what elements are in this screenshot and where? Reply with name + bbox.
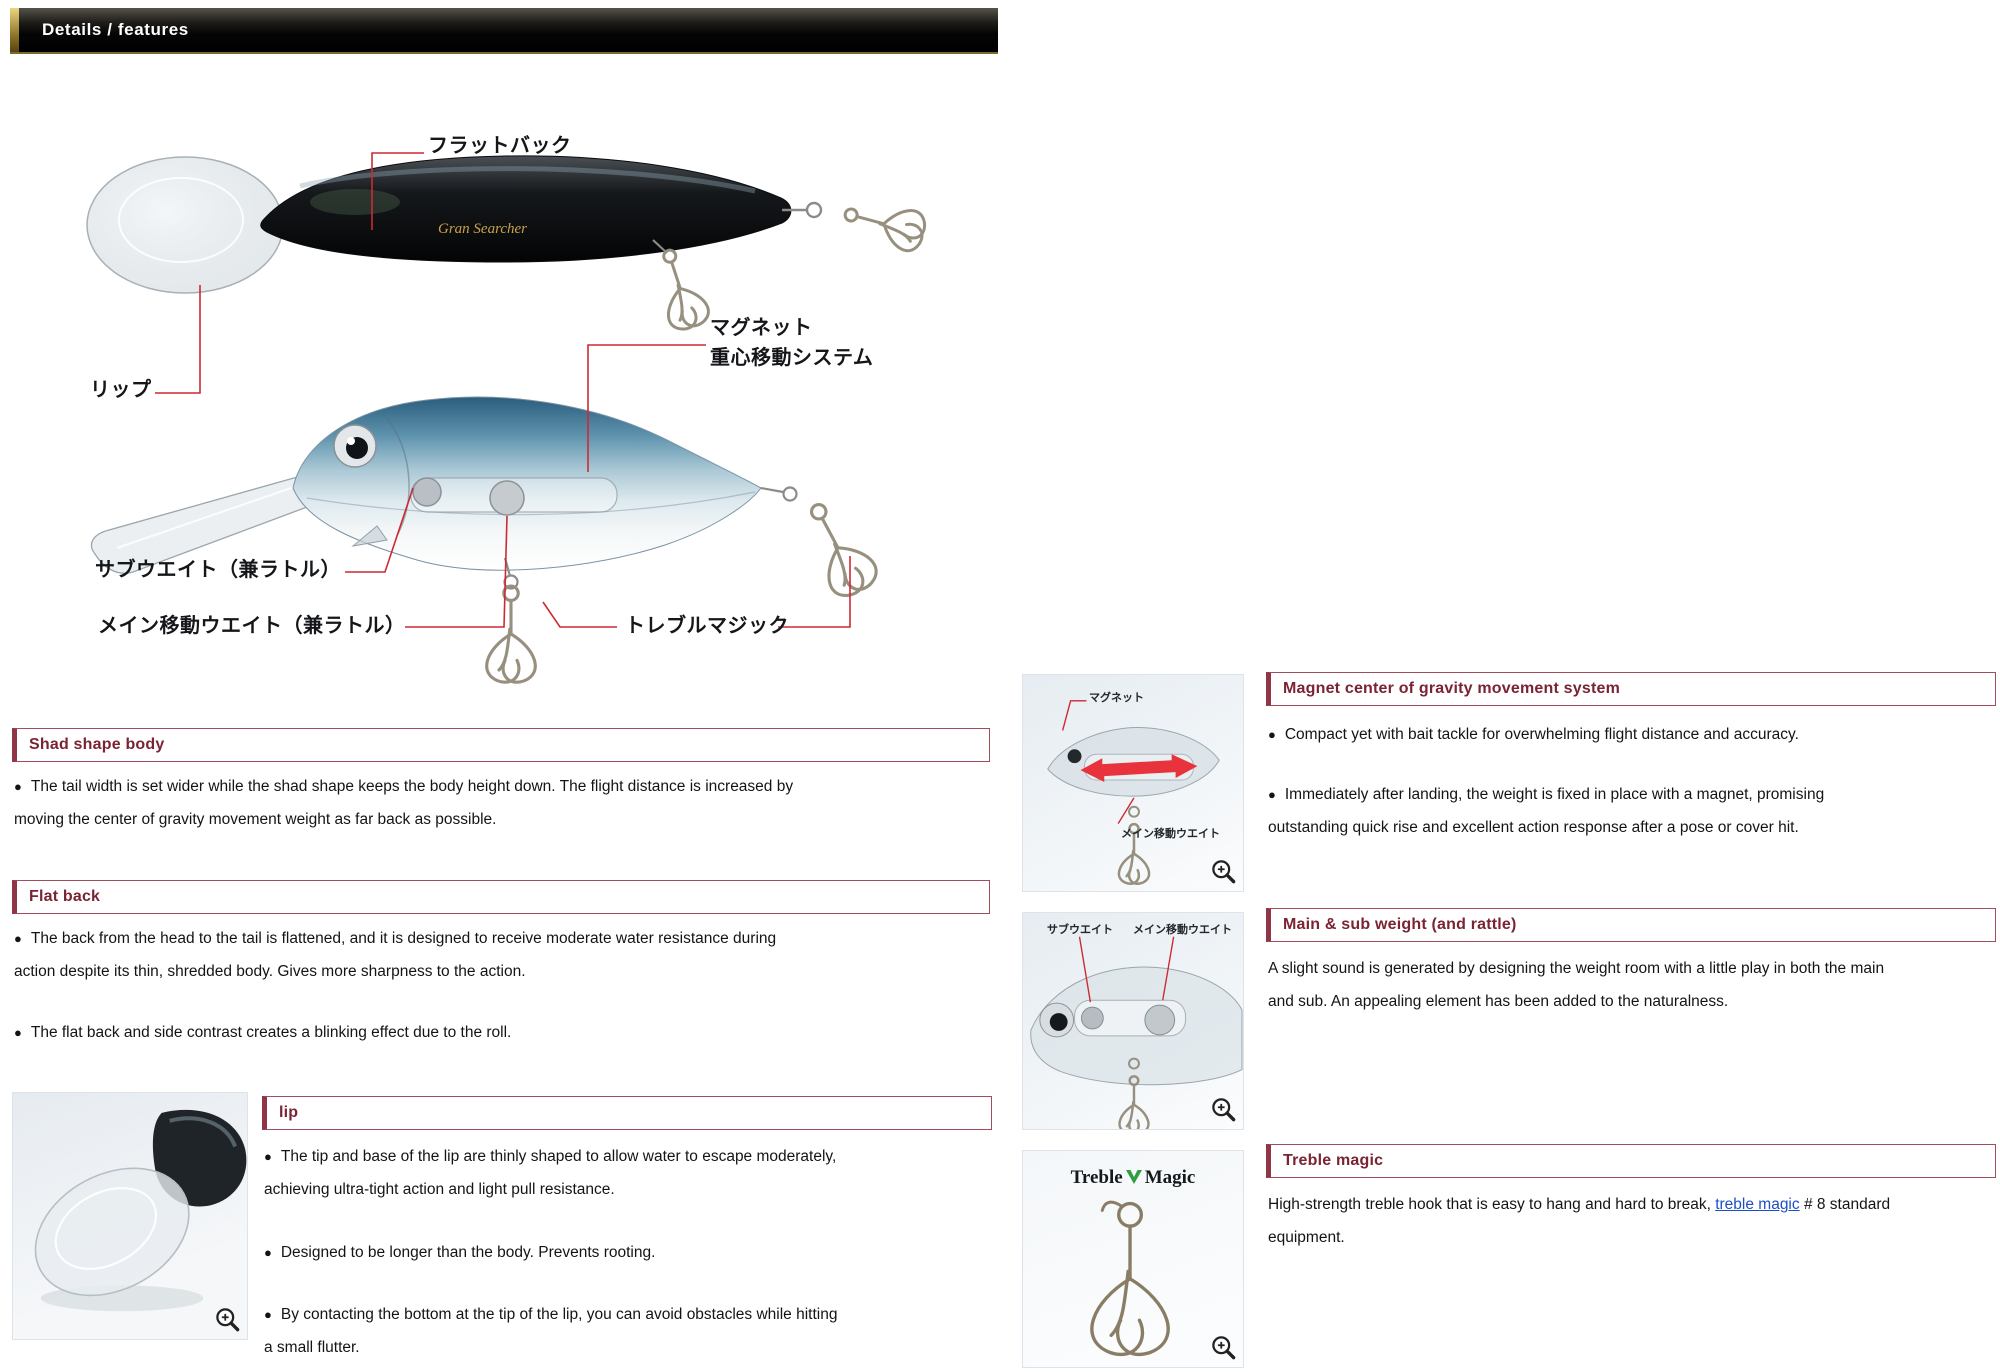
section-header-treble-magic: Treble magic xyxy=(1266,1144,1996,1178)
label-treble-magic: トレブルマジック xyxy=(625,615,789,637)
lip-bullet-2: Designed to be longer than the body. Pre… xyxy=(264,1236,844,1269)
lure-feature-diagram: Gran Searcher xyxy=(55,85,965,685)
label-main-weight: メイン移動ウエイト（兼ラトル） xyxy=(98,615,406,637)
thumb-label-main-weight: メイン移動ウエイト xyxy=(1121,828,1220,840)
lip-bullet-3: By contacting the bottom at the tip of t… xyxy=(264,1298,844,1364)
section-header-main-sub-weight: Main & sub weight (and rattle) xyxy=(1266,908,1996,942)
thumb-label-sub-weight: サブウエイト xyxy=(1047,924,1113,936)
treble-magic-text: High-strength treble hook that is easy t… xyxy=(1268,1188,1908,1254)
belly-treble-hook-top-view xyxy=(647,242,714,335)
label-lip: リップ xyxy=(90,379,152,401)
treble-text-after: # 8 standard equipment. xyxy=(1268,1196,1891,1246)
section-title-lip: lip xyxy=(279,1104,299,1121)
magnet-bullet-1: Compact yet with bait tackle for overwhe… xyxy=(1268,718,1948,751)
magnet-system-thumbnail[interactable]: マグネット メイン移動ウエイト xyxy=(1022,674,1244,892)
section-title-shad-shape-body: Shad shape body xyxy=(29,736,165,753)
section-header-flat-back: Flat back xyxy=(12,880,990,914)
section-header-magnet-system: Magnet center of gravity movement system xyxy=(1266,672,1996,706)
lip-photo-illustration xyxy=(34,1109,247,1312)
tail-treble-hook-top-view xyxy=(838,192,930,256)
green-v-logo-icon xyxy=(1125,1170,1142,1184)
side-view-lure xyxy=(90,396,884,684)
lure-illustration: Gran Searcher xyxy=(86,152,930,684)
logo-text-treble: Treble xyxy=(1070,1167,1123,1188)
section-title-flat-back: Flat back xyxy=(29,888,101,905)
shad-shape-bullet-1: The tail width is set wider while the sh… xyxy=(14,770,814,836)
annotation-lines xyxy=(155,152,851,628)
main-sub-weight-text: A slight sound is generated by designing… xyxy=(1268,960,1885,1010)
logo-text-magic: Magic xyxy=(1144,1167,1196,1188)
magnet-bullet-2: Immediately after landing, the weight is… xyxy=(1268,778,1908,844)
label-flat-back: フラットバック xyxy=(428,135,572,157)
flat-back-bullet-1: The back from the head to the tail is fl… xyxy=(14,922,814,988)
weight-system-thumbnail[interactable]: サブウエイト メイン移動ウエイト xyxy=(1022,912,1244,1130)
section-title-treble-magic: Treble magic xyxy=(1283,1152,1384,1169)
section-header-lip: lip xyxy=(262,1096,992,1130)
top-view-lure: Gran Searcher xyxy=(86,155,930,335)
header-gold-accent xyxy=(10,8,19,52)
treble-magic-link[interactable]: treble magic xyxy=(1715,1196,1800,1213)
treble-magic-thumbnail[interactable]: Treble Magic xyxy=(1022,1150,1244,1368)
lip-photo-thumbnail[interactable] xyxy=(12,1092,248,1340)
flat-back-bullet-2: The flat back and side contrast creates … xyxy=(14,1016,814,1049)
brand-script-text: Gran Searcher xyxy=(438,221,527,237)
section-title-magnet-system: Magnet center of gravity movement system xyxy=(1283,680,1620,697)
treble-text-before: High-strength treble hook that is easy t… xyxy=(1268,1196,1716,1213)
zoom-icon[interactable] xyxy=(1210,1334,1237,1361)
label-magnet-line1: マグネット xyxy=(710,317,813,339)
zoom-icon[interactable] xyxy=(1210,1096,1237,1123)
page-title: Details / features xyxy=(42,20,189,39)
thumb-label-magnet: マグネット xyxy=(1089,692,1144,704)
thumb-label-main-move-weight: メイン移動ウエイト xyxy=(1133,924,1232,936)
zoom-icon[interactable] xyxy=(1210,858,1237,885)
details-features-header: Details / features xyxy=(10,8,998,54)
section-title-main-sub-weight: Main & sub weight (and rattle) xyxy=(1283,916,1517,933)
label-magnet-system: マグネット 重心移動システム xyxy=(710,313,873,373)
label-sub-weight: サブウエイト（兼ラトル） xyxy=(95,559,341,581)
section-header-shad-shape-body: Shad shape body xyxy=(12,728,990,762)
magnet-thumb-illustration xyxy=(1047,700,1220,885)
tail-treble-hook-side-view xyxy=(792,492,884,604)
weight-thumb-illustration xyxy=(1030,936,1243,1129)
treble-magic-logo: Treble Magic xyxy=(1023,1167,1243,1189)
zoom-icon[interactable] xyxy=(214,1306,241,1333)
belly-treble-hook-side-view xyxy=(485,584,537,684)
lip-bullet-1: The tip and base of the lip are thinly s… xyxy=(264,1140,844,1206)
label-magnet-line2: 重心移動システム xyxy=(710,347,874,369)
treble-thumb-illustration xyxy=(1090,1200,1170,1357)
